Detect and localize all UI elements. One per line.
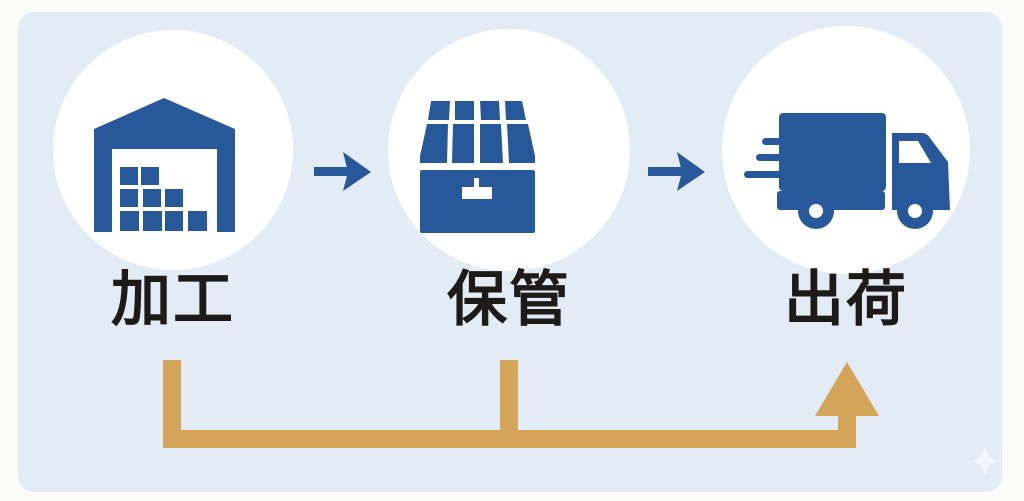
delivery-truck-icon: [744, 113, 950, 229]
warehouse-icon: [94, 98, 235, 232]
step-label-processing: 加工: [111, 265, 235, 335]
step-circle-processing: [53, 30, 293, 270]
step-label-storage: 保管: [447, 265, 571, 335]
storage-box-icon: [420, 101, 535, 233]
flow-arrow-2: [648, 152, 705, 191]
flow-arrow-1: [314, 152, 371, 191]
step-label-shipping: 出荷: [784, 265, 908, 335]
sparkle-icon: [972, 446, 998, 476]
bypass-arrow: [163, 360, 879, 448]
